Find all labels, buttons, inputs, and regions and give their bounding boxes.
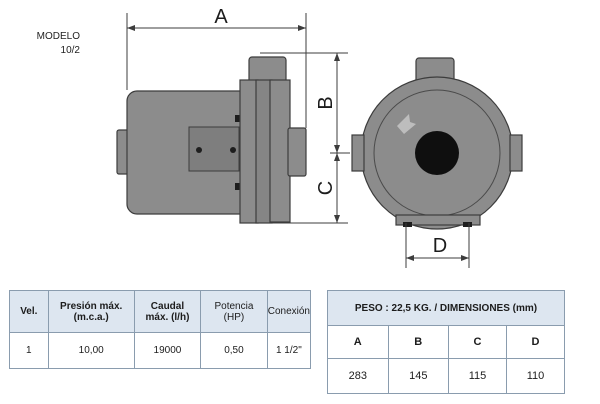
cell-potencia: 0,50 — [200, 332, 268, 369]
model-label: MODELO 10/2 — [30, 30, 80, 58]
dim-value-a: 283 — [327, 358, 389, 394]
dimension-label-b: B — [315, 96, 337, 109]
spec-table-header-row: Vel. Presión máx. (m.c.a.) Caudal máx. (… — [9, 290, 312, 333]
header-potencia-line2: (HP) — [223, 311, 245, 323]
pump-front-view — [351, 57, 523, 230]
header-potencia-line1: Potencia — [214, 300, 254, 312]
dimensions-header-row: A B C D — [327, 325, 565, 359]
cell-vel: 1 — [9, 332, 49, 369]
dim-value-d: 110 — [506, 358, 565, 394]
table-row: 1 10,00 19000 0,50 1 1/2" — [9, 332, 312, 369]
dimensions-table: PESO : 22,5 KG. / DIMENSIONES (mm) A B C… — [327, 290, 565, 394]
dim-header-d: D — [506, 325, 565, 359]
spec-table: Vel. Presión máx. (m.c.a.) Caudal máx. (… — [9, 290, 312, 369]
header-caudal-line2: máx. (l/h) — [145, 311, 190, 323]
header-presion: Presión máx. (m.c.a.) — [47, 290, 135, 333]
header-conexion: Conexión — [266, 290, 312, 333]
dimension-label-a: A — [214, 6, 228, 28]
header-presion-line2: (m.c.a.) — [73, 311, 109, 323]
dim-value-c: 115 — [448, 358, 507, 394]
pump-drawing: A B C D — [116, 6, 523, 268]
dim-value-b: 145 — [387, 358, 450, 394]
dim-header-c: C — [448, 325, 507, 359]
dimension-label-d: D — [433, 235, 447, 257]
dim-header-a: A — [327, 325, 389, 359]
header-vel: Vel. — [9, 290, 49, 333]
rotation-arrow-icon — [397, 114, 416, 134]
header-potencia: Potencia (HP) — [200, 290, 268, 333]
model-title: MODELO — [36, 31, 80, 42]
header-caudal-line1: Caudal — [150, 300, 185, 312]
dim-header-b: B — [387, 325, 450, 359]
dimensions-title: PESO : 22,5 KG. / DIMENSIONES (mm) — [327, 290, 565, 326]
cell-caudal: 19000 — [133, 332, 202, 369]
cell-presion: 10,00 — [47, 332, 135, 369]
header-caudal: Caudal máx. (l/h) — [133, 290, 202, 333]
pump-side-view — [116, 56, 307, 224]
model-number: 10/2 — [60, 45, 80, 56]
dimension-label-c: C — [315, 181, 337, 195]
table-row: 283 145 115 110 — [327, 358, 565, 394]
header-presion-line1: Presión máx. — [60, 300, 123, 312]
cell-conexion: 1 1/2" — [266, 332, 312, 369]
